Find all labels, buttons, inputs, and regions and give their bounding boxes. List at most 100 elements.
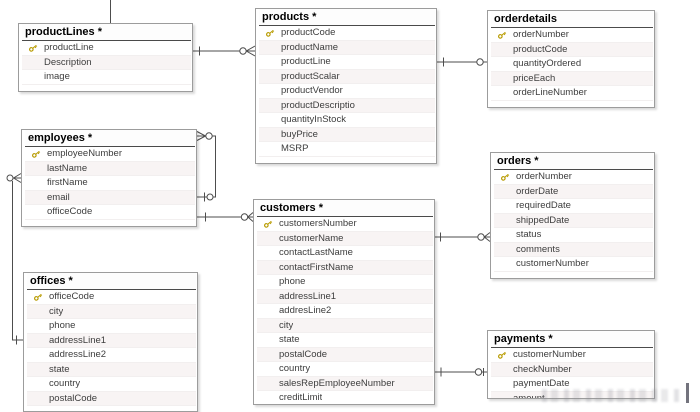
field-row[interactable]: salesRepEmployeeNumber [257, 376, 433, 391]
table-title[interactable]: productLines * [22, 24, 191, 41]
field-row[interactable]: addressLine1 [257, 289, 433, 304]
field-name: priceEach [513, 72, 556, 84]
field-row[interactable]: officeCode [27, 290, 196, 305]
field-row[interactable]: lastName [25, 161, 195, 176]
field-row[interactable]: Description [22, 55, 191, 70]
field-row[interactable]: orderLineNumber [491, 86, 653, 101]
primary-key-icon [494, 172, 516, 182]
field-row[interactable]: productCode [259, 26, 435, 41]
field-row[interactable]: postalCode [257, 347, 433, 362]
field-row[interactable]: productCode [491, 42, 653, 57]
field-name: image [44, 71, 70, 83]
field-name: orderNumber [513, 29, 569, 41]
field-name: addressLine2 [49, 349, 107, 361]
table-title[interactable]: products * [259, 9, 435, 26]
field-row[interactable]: customerNumber [491, 348, 653, 363]
field-row[interactable]: postalCode [27, 391, 196, 406]
field-row[interactable]: state [27, 362, 196, 377]
field-name: state [279, 334, 300, 346]
field-row[interactable]: orderNumber [491, 28, 653, 43]
field-row[interactable]: addressLine1 [27, 333, 196, 348]
field-name: phone [49, 320, 76, 332]
field-row[interactable]: phone [257, 275, 433, 290]
field-name: productCode [513, 43, 568, 55]
field-row[interactable]: firstName [25, 176, 195, 191]
field-row[interactable]: officeCode [25, 205, 195, 220]
field-row[interactable]: paymentDate [491, 377, 653, 392]
field-row[interactable]: quantityInStock [259, 113, 435, 128]
field-row[interactable]: city [27, 304, 196, 319]
field-name: state [49, 363, 70, 375]
field-row[interactable]: phone [27, 319, 196, 334]
field-name: phone [279, 276, 306, 288]
relationship-customers-payments[interactable] [435, 367, 487, 377]
field-name: customerNumber [513, 349, 586, 361]
field-row[interactable]: requiredDate [494, 199, 653, 214]
field-row[interactable]: orderNumber [494, 170, 653, 185]
field-row[interactable]: productLine [259, 55, 435, 70]
relationship-products-orderdetails[interactable] [437, 57, 487, 67]
field-name: firstName [47, 177, 88, 189]
field-row[interactable]: shippedDate [494, 213, 653, 228]
relationship-offices-employees[interactable] [6, 173, 23, 345]
field-row[interactable]: email [25, 190, 195, 205]
field-name: postalCode [49, 392, 98, 404]
field-row[interactable]: productDescriptio [259, 98, 435, 113]
field-row[interactable]: quantityOrdered [491, 57, 653, 72]
field-row[interactable]: country [257, 362, 433, 377]
field-row[interactable]: amount [491, 391, 653, 398]
field-row[interactable]: customersNumber [257, 217, 433, 232]
table-title[interactable]: payments * [491, 331, 653, 348]
table-title[interactable]: orderdetails [491, 11, 653, 28]
field-row[interactable]: buyPrice [259, 127, 435, 142]
field-row[interactable]: orderDate [494, 184, 653, 199]
relationship-customers-orders[interactable] [435, 232, 491, 242]
field-row[interactable]: priceEach [491, 71, 653, 86]
field-row[interactable]: state [257, 333, 433, 348]
field-row[interactable]: checkNumber [491, 362, 653, 377]
field-row[interactable]: productLine [22, 41, 191, 56]
relationship-employees-customers[interactable] [197, 212, 254, 222]
field-row[interactable]: MSRP [259, 142, 435, 157]
field-name: officeCode [49, 291, 95, 303]
field-name: orderDate [516, 185, 559, 197]
field-row[interactable]: contactFirstName [257, 260, 433, 275]
field-row[interactable]: addresLine2 [257, 304, 433, 319]
table-title[interactable]: employees * [25, 130, 195, 147]
field-row[interactable]: contactLastName [257, 246, 433, 261]
field-row[interactable]: image [22, 70, 191, 85]
field-name: addressLine1 [49, 334, 107, 346]
field-row[interactable]: employeeNumber [25, 147, 195, 162]
primary-key-icon [259, 28, 281, 38]
field-name: postalCode [279, 348, 328, 360]
relationship-productlines-products[interactable] [193, 45, 256, 57]
table-title[interactable]: offices * [27, 273, 196, 290]
field-name: customersNumber [279, 218, 357, 230]
field-row[interactable]: productName [259, 40, 435, 55]
field-row[interactable]: addressLine2 [27, 348, 196, 363]
table-title[interactable]: customers * [257, 200, 433, 217]
field-row[interactable]: productScalar [259, 69, 435, 84]
field-row[interactable]: creditLimit [257, 391, 433, 404]
field-row[interactable]: customerName [257, 231, 433, 246]
field-row[interactable]: customerNumber [494, 257, 653, 272]
field-name: country [279, 363, 311, 375]
field-name: status [516, 229, 542, 241]
table-title[interactable]: orders * [494, 153, 653, 170]
field-row[interactable]: comments [494, 242, 653, 257]
field-row[interactable]: country [27, 377, 196, 392]
field-row[interactable]: productVendor [259, 84, 435, 99]
relationship-employees-self[interactable] [196, 131, 216, 202]
field-row[interactable]: status [494, 228, 653, 243]
field-row[interactable]: city [257, 318, 433, 333]
field-name: customerNumber [516, 258, 589, 270]
